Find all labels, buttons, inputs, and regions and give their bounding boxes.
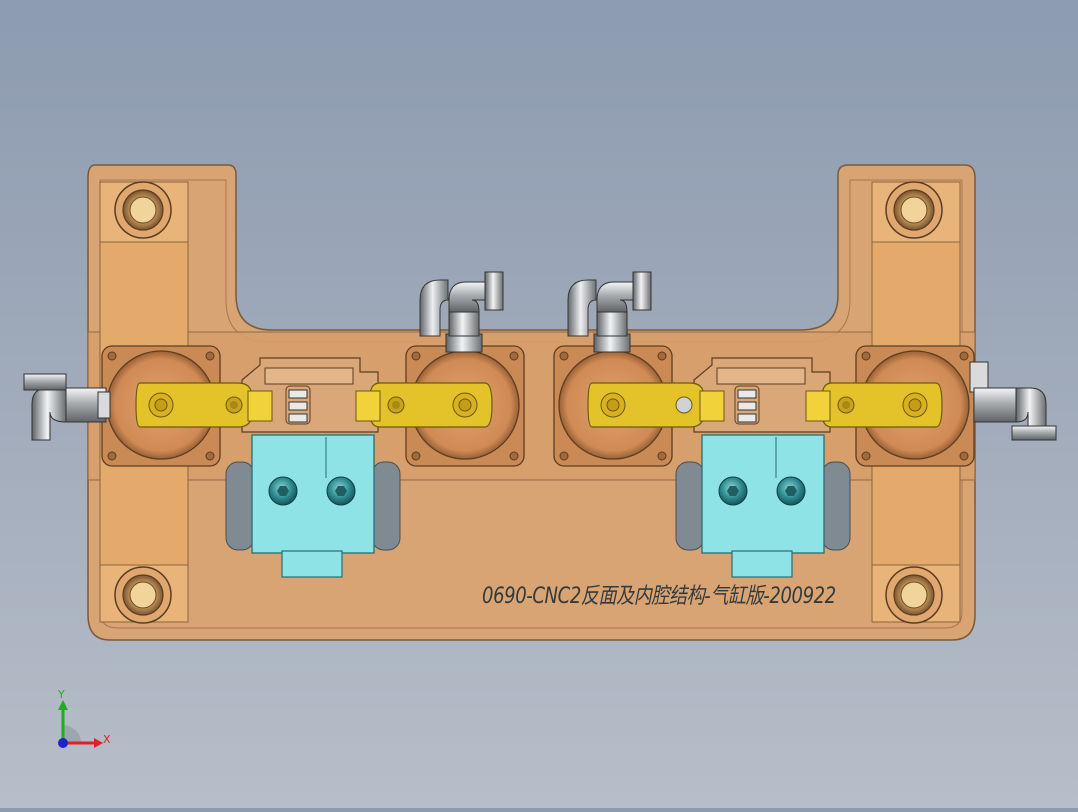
x-axis-label: X bbox=[103, 733, 111, 746]
bushing-top-left bbox=[114, 181, 172, 239]
clamp-arm-2 bbox=[355, 382, 493, 428]
clamp-arm-3 bbox=[587, 382, 725, 428]
air-fitting-left bbox=[23, 373, 111, 441]
bushing-bottom-right bbox=[885, 566, 943, 624]
air-fitting-top-left bbox=[419, 271, 504, 353]
clamp-arm-4 bbox=[805, 382, 943, 428]
cylinder-block-right bbox=[701, 434, 825, 578]
bushing-top-right bbox=[885, 181, 943, 239]
screw-stack-right bbox=[734, 385, 760, 425]
screw-stack-left bbox=[285, 385, 311, 425]
cylinder-block-left bbox=[251, 434, 375, 578]
y-axis-label: Y bbox=[58, 688, 65, 701]
bracket-right bbox=[693, 357, 831, 433]
axis-triad bbox=[58, 700, 103, 748]
air-fitting-right bbox=[969, 361, 1057, 441]
drawing-label: 0690-CNC2反面及内腔结构-气缸版-200922 bbox=[482, 584, 836, 609]
clamp-arm-1 bbox=[135, 382, 273, 428]
air-fitting-top-right bbox=[567, 271, 652, 353]
bushing-bottom-left bbox=[114, 566, 172, 624]
